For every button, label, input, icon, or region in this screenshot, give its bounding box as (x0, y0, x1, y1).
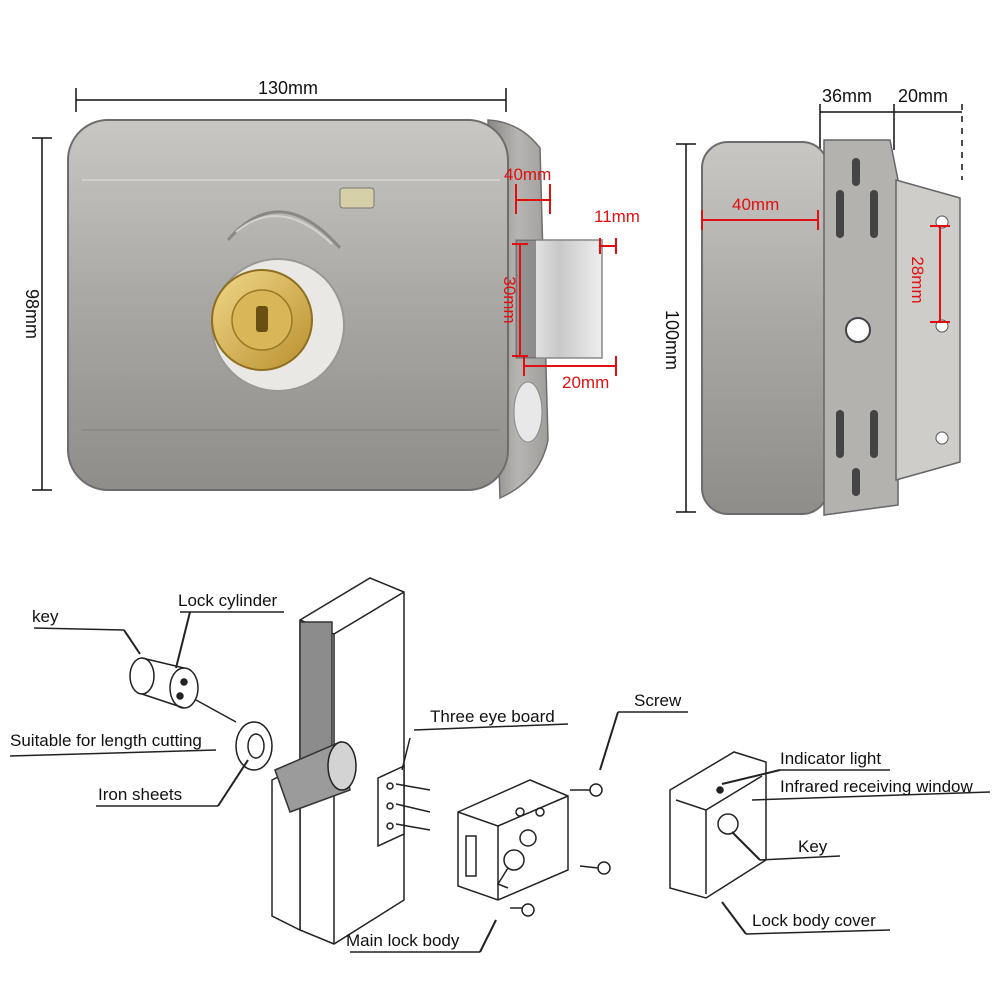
exploded-view (9, 577, 991, 953)
label-infrared-window: Infrared receiving window (780, 777, 973, 796)
side-height-label: 100mm (662, 310, 682, 370)
label-iron-sheets: Iron sheets (98, 785, 182, 804)
bolt-thickness-label: 11mm (594, 207, 640, 226)
front-view: 130mm 98mm 40mm 11mm (22, 78, 640, 500)
release-button-icon (513, 381, 543, 443)
label-main-lock-body: Main lock body (346, 931, 460, 950)
bolt-height-label: 30mm (500, 276, 519, 323)
label-key: key (32, 607, 59, 626)
label-lock-cylinder: Lock cylinder (178, 591, 278, 610)
mounting-bracket (895, 179, 961, 481)
main-lock-body-shape (457, 779, 569, 901)
label-key-cover: Key (798, 837, 828, 856)
label-length-cutting: Suitable for length cutting (10, 731, 202, 750)
label-three-eye-board: Three eye board (430, 707, 555, 726)
side-inner-label: 40mm (732, 195, 779, 214)
indicator-light-icon (339, 187, 375, 209)
label-lock-body-cover: Lock body cover (752, 911, 876, 930)
height-label: 98mm (22, 289, 42, 339)
side-view: 100mm 36mm 20mm 40mm 28mm (662, 86, 963, 516)
hole-spacing-label: 28mm (908, 256, 927, 303)
side-depth-label: 36mm (822, 86, 872, 106)
bolt-offset-label: 40mm (504, 165, 551, 184)
label-screw: Screw (634, 691, 682, 710)
label-indicator-light: Indicator light (780, 749, 881, 768)
bolt-throw-label: 20mm (562, 373, 609, 392)
bracket-width-label: 20mm (898, 86, 948, 106)
width-label: 130mm (258, 78, 318, 98)
